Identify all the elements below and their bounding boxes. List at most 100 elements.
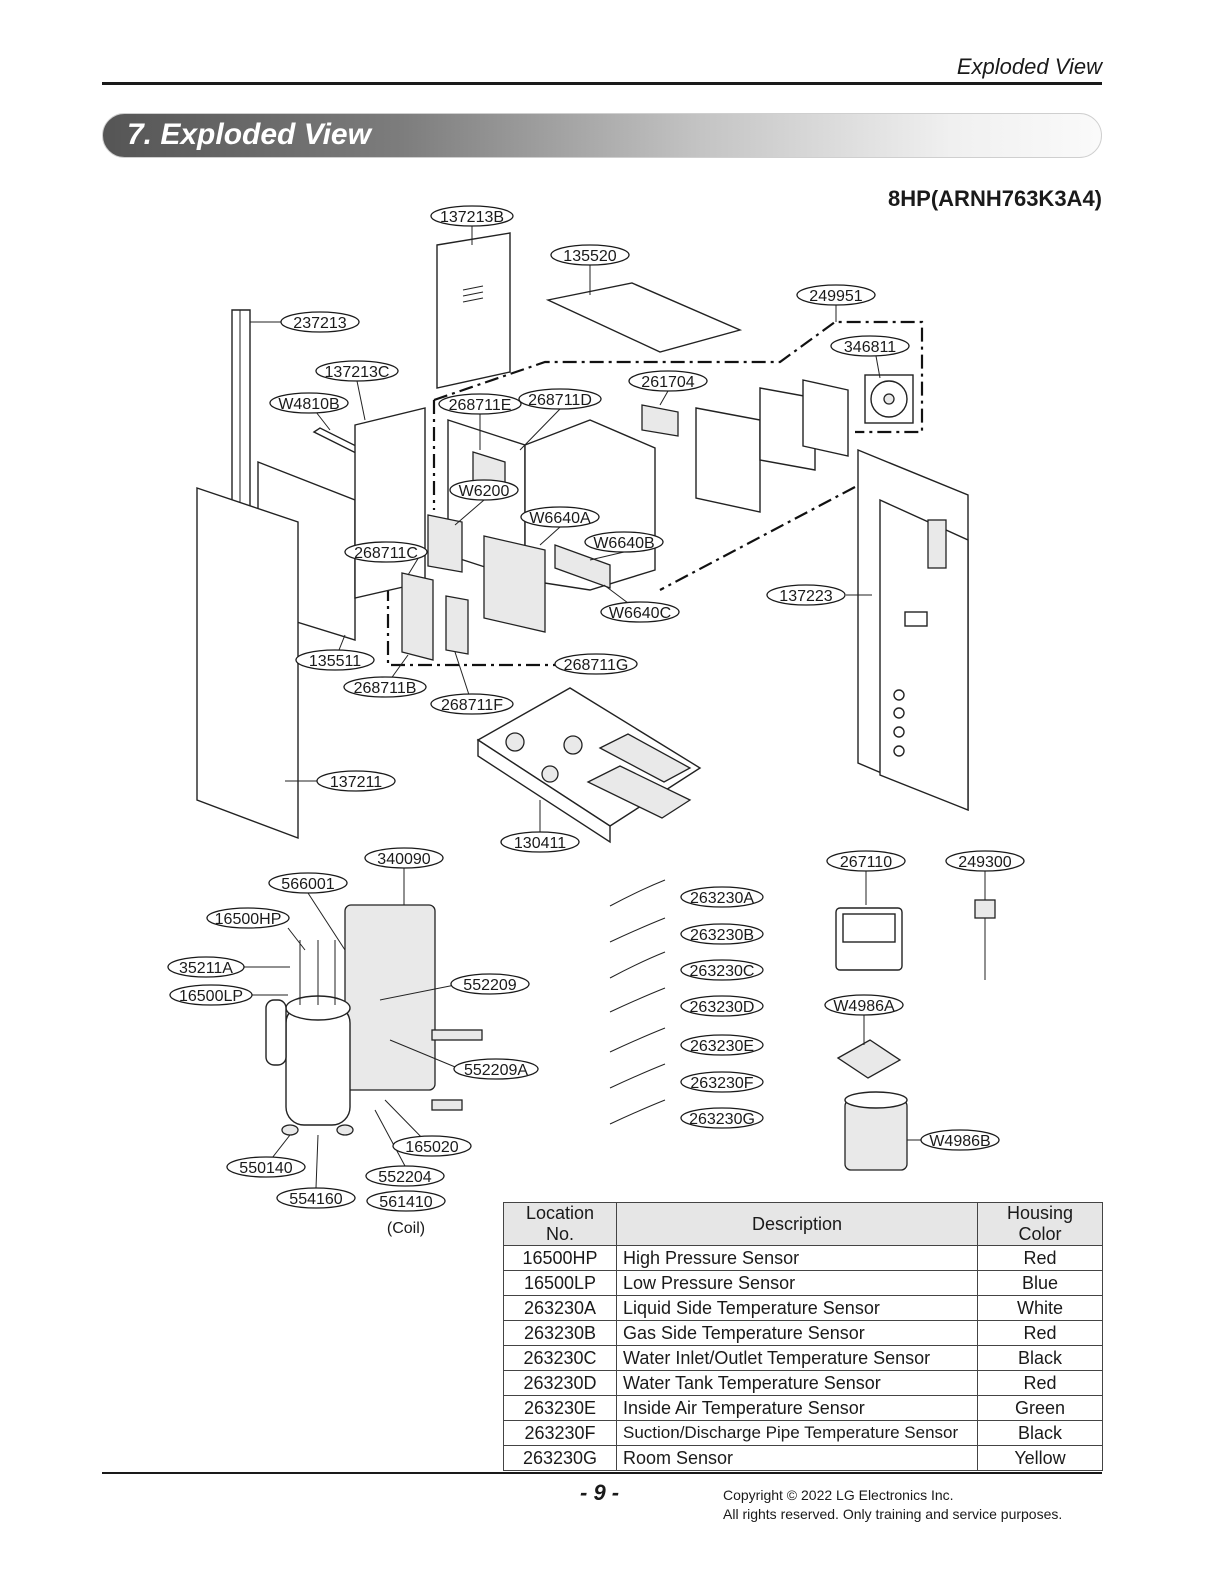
inner-panel-part	[354, 407, 426, 599]
column-header-description: Description	[616, 1202, 978, 1246]
part-label-561410: 561410	[366, 1190, 446, 1212]
svg-text:137213B: 137213B	[440, 209, 504, 226]
svg-text:263230E: 263230E	[690, 1038, 754, 1055]
part-label-268711D: 268711D	[518, 388, 602, 410]
part-label-135520: 135520	[550, 244, 630, 266]
svg-text:552204: 552204	[378, 1169, 431, 1186]
assembly-outline-mid	[659, 486, 856, 591]
part-label-W6640A: W6640A	[520, 506, 600, 528]
temperature-sensor-probes	[609, 879, 666, 1125]
base-pan-part	[476, 687, 702, 844]
svg-text:268711G: 268711G	[564, 657, 629, 674]
part-label-W6640C: W6640C	[600, 601, 680, 623]
svg-text:561410: 561410	[379, 1194, 432, 1211]
part-label-268711E: 268711E	[438, 393, 522, 415]
svg-text:263230A: 263230A	[690, 890, 754, 907]
location-cell: 16500LP	[503, 1270, 617, 1296]
part-label-35211A: 35211A	[167, 956, 245, 978]
part-label-16500HP: 16500HP	[206, 907, 290, 929]
fan-frame-part	[695, 407, 761, 513]
part-label-263230E: 263230E	[680, 1034, 764, 1056]
pcb-sub-part	[445, 595, 469, 655]
table-header-row: Location No. Description Housing Color	[503, 1202, 1103, 1246]
rights-line: All rights reserved. Only training and s…	[723, 1506, 1063, 1522]
svg-text:340090: 340090	[377, 851, 430, 868]
svg-text:249951: 249951	[809, 288, 862, 305]
top-plate-part	[545, 282, 743, 353]
location-cell: 263230F	[503, 1420, 617, 1446]
color-cell: Blue	[977, 1270, 1103, 1296]
description-cell: Liquid Side Temperature Sensor	[616, 1295, 978, 1321]
section-banner: 7. Exploded View	[102, 113, 1102, 158]
page-number: - 9 -	[580, 1480, 620, 1505]
part-label-268711F: 268711F	[430, 693, 514, 715]
svg-text:W4986B: W4986B	[929, 1133, 990, 1150]
part-label-550140: 550140	[226, 1156, 306, 1178]
svg-text:W6640B: W6640B	[593, 535, 654, 552]
location-cell: 263230D	[503, 1370, 617, 1396]
header-rule	[102, 82, 1102, 85]
banner-title: 7. Exploded View	[127, 118, 371, 151]
svg-text:268711F: 268711F	[441, 697, 503, 714]
color-cell: Yellow	[977, 1445, 1103, 1471]
color-cell: Black	[977, 1420, 1103, 1446]
color-cell: Green	[977, 1395, 1103, 1421]
svg-text:263230F: 263230F	[690, 1075, 753, 1092]
reactor-part	[641, 404, 679, 437]
part-label-263230B: 263230B	[680, 923, 764, 945]
svg-text:W6640C: W6640C	[609, 605, 671, 622]
part-label-130411: 130411	[500, 831, 580, 853]
part-label-263230G: 263230G	[680, 1107, 764, 1129]
part-label-268711B: 268711B	[343, 676, 427, 698]
svg-text:263230B: 263230B	[690, 927, 754, 944]
cover-part	[844, 1091, 908, 1171]
location-cell: 263230E	[503, 1395, 617, 1421]
svg-text:263230C: 263230C	[690, 963, 755, 980]
svg-text:135511: 135511	[309, 653, 361, 670]
part-label-W6640B: W6640B	[584, 531, 664, 553]
location-cell: 16500HP	[503, 1245, 617, 1271]
color-cell: Red	[977, 1370, 1103, 1396]
svg-text:263230D: 263230D	[690, 999, 755, 1016]
part-label-268711C: 268711C	[344, 541, 428, 563]
part-label-261704: 261704	[628, 370, 708, 392]
location-cell: 263230C	[503, 1345, 617, 1371]
svg-text:135520: 135520	[563, 248, 616, 265]
part-label-W4810B: W4810B	[269, 392, 349, 414]
part-label-137213C: 137213C	[315, 360, 399, 382]
part-label-263230A: 263230A	[680, 886, 764, 908]
description-cell: Water Tank Temperature Sensor	[616, 1370, 978, 1396]
part-label-W6200: W6200	[449, 479, 519, 501]
side-panel-part	[857, 448, 969, 812]
part-label-165020: 165020	[392, 1135, 472, 1157]
terminal-block-part	[554, 544, 611, 589]
control-box-part	[447, 419, 656, 591]
location-cell: 263230G	[503, 1445, 617, 1471]
svg-text:165020: 165020	[405, 1139, 458, 1156]
svg-text:268711B: 268711B	[354, 680, 417, 697]
svg-text:237213: 237213	[293, 315, 346, 332]
sensor-legend-table: Location No. Description Housing Color 1…	[503, 1202, 1103, 1471]
svg-text:W4986A: W4986A	[833, 998, 895, 1015]
part-label-554160: 554160	[276, 1187, 356, 1209]
svg-text:263230G: 263230G	[689, 1111, 755, 1128]
color-cell: White	[977, 1295, 1103, 1321]
part-label-W4986B: W4986B	[920, 1129, 1000, 1151]
model-name: 8HP(ARNH763K3A4)	[888, 186, 1102, 211]
description-cell: Room Sensor	[616, 1445, 978, 1471]
color-cell: Red	[977, 1245, 1103, 1271]
part-label-552209A: 552209A	[453, 1058, 539, 1080]
svg-text:261704: 261704	[641, 374, 694, 391]
assembly-outline-left	[386, 400, 560, 667]
svg-text:137213C: 137213C	[325, 364, 390, 381]
part-label-W4986A: W4986A	[824, 994, 904, 1016]
column-header-housing-color: Housing Color	[977, 1202, 1103, 1246]
svg-text:35211A: 35211A	[179, 960, 233, 977]
